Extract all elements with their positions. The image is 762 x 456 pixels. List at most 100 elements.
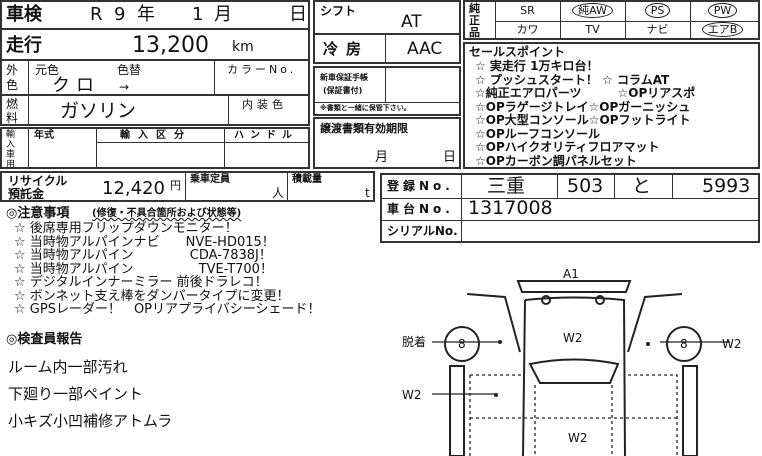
import-category-label: 輸入区分	[120, 130, 192, 141]
left-door-code: W2	[402, 388, 422, 402]
warranty-label-2: (保証書付)	[323, 86, 363, 95]
left-door-open	[466, 293, 521, 353]
inspector-line: 小キズ小凹補修アトムラ	[8, 412, 173, 430]
rear-damage-code: A1	[563, 267, 579, 281]
original-color-label: 元色	[35, 63, 60, 77]
registration-prefecture: 三重	[487, 175, 526, 197]
note-line: ☆ 当時物アルパイン TVE-T700！	[14, 261, 273, 277]
right-wheel-code: 8	[680, 337, 688, 351]
equipment-item-label: PW	[707, 3, 738, 18]
note-line: ☆ GPSレーダー！ OPリアプライバシーシェード！	[14, 302, 321, 317]
sales-point-line: ☆OPハイクオリティフロアマット	[475, 140, 660, 154]
chassis-label: 車台No.	[387, 202, 454, 216]
car-body	[522, 296, 626, 456]
equipment-item-label: SR	[520, 4, 535, 17]
color-no-label: カラーNo.	[227, 63, 297, 76]
sales-points-box: セールスポイント ☆ 実走行 1万キロ台！☆ プッシュスタート！ ☆ コラムAT…	[463, 42, 760, 169]
note-line: ☆ 当時物アルパイン CDA-7838J！	[14, 248, 272, 263]
warranty-label: 新車保証手帳	[320, 73, 368, 82]
sales-point-line: ☆OPルーフコンソール	[475, 126, 601, 141]
model-year-label: 年式	[34, 130, 54, 141]
equipment-item-label: 純AW	[572, 3, 613, 18]
left-wheel-label: 脱着	[402, 335, 427, 349]
equipment-label: 純正品	[469, 2, 480, 39]
recycle-row: リサイクル 預託金 12,420 円 乗車定員 人 積載量 t	[0, 171, 375, 202]
inspection-day-unit: 日	[289, 4, 307, 25]
registration-number: 5993	[702, 175, 751, 197]
changed-color: →	[119, 80, 130, 94]
chassis-number: 1317008	[468, 197, 553, 219]
note-line: ☆ デジタルインナーミラー 前後ドラレコ！	[14, 275, 268, 290]
equipment-item-label: カワ	[516, 23, 539, 36]
rear-window	[528, 358, 620, 384]
load-unit: t	[365, 186, 370, 200]
inspection-year: 9	[114, 4, 126, 25]
equipment-item: SR	[495, 2, 560, 21]
recycle-label-2: 預託金	[8, 187, 45, 201]
ac-value: AAC	[407, 39, 443, 59]
right-door-open	[627, 293, 683, 353]
interior-color-label: 内装色	[242, 98, 287, 111]
mileage-label: 走行	[6, 35, 42, 56]
roof-code: W2	[568, 431, 588, 445]
sales-point-line: ☆ 実走行 1万キロ台！	[475, 59, 599, 73]
recycle-label: リサイクル	[8, 174, 68, 188]
note-line: ☆ ボンネット支え棒をダンパータイプに変更！	[14, 288, 290, 304]
capacity-label: 乗車定員	[190, 174, 230, 185]
import-label: 輸入車用	[6, 130, 16, 170]
recycle-unit: 円	[170, 179, 181, 192]
registration-class: 503	[567, 175, 604, 197]
mileage-unit: km	[232, 39, 254, 55]
equipment-item: ナビ	[625, 21, 690, 40]
registration-kana: と	[632, 175, 652, 197]
trunk-code: W2	[563, 331, 583, 345]
transfer-label: 譲渡書類有効期限	[320, 122, 408, 135]
sales-points-label: セールスポイント	[469, 45, 566, 59]
equipment-item: エアB	[690, 21, 755, 40]
handle-label: ハンドル	[234, 130, 298, 141]
inspection-label: 車検	[6, 4, 42, 25]
equipment-item-label: エアB	[701, 22, 744, 37]
mileage-value: 13,200	[132, 33, 209, 58]
inspector-title: ◎検査員報告	[6, 332, 83, 347]
equipment-item: カワ	[495, 21, 560, 40]
inspection-month: 1	[192, 4, 204, 25]
right-side-code: W2	[722, 337, 742, 351]
equipment-box: 純正品 SR 純AW PS PW カワ TV ナビ エアB	[463, 0, 760, 40]
equipment-item-label: TV	[585, 23, 600, 36]
inspection-era: R	[90, 4, 103, 25]
ac-label: 冷房	[323, 40, 370, 58]
registration-box: 登録No. 三重 503 と 5993 車台No. 1317008 シリアルNo…	[380, 173, 760, 243]
transfer-month-unit: 月	[375, 150, 389, 165]
transfer-day-unit: 日	[443, 150, 457, 165]
equipment-item: TV	[560, 21, 625, 40]
rear-bumper	[516, 280, 632, 293]
sales-point-line: ☆純正エアロパーツ ☆OPリアスポ	[475, 86, 696, 100]
sales-point-line: ☆OPカーボン調パネルセット	[475, 153, 637, 168]
exterior-label: 外色	[6, 63, 19, 92]
inspector-line: ルーム内一部汚れ	[8, 358, 128, 376]
registration-label: 登録No.	[387, 179, 454, 193]
note-line: ☆ 後席専用フリップダウンモニター！	[14, 221, 238, 236]
equipment-item-label: PS	[644, 3, 671, 18]
sales-point-line: ☆OPラゲージトレイ☆OPガーニッシュ	[475, 99, 691, 114]
fuel-row: 燃料 ガソリン 内装色	[0, 94, 310, 126]
inspector-line: 下廻り一部ペイント	[8, 385, 144, 403]
sales-point-line: ☆ プッシュスタート！ ☆ コラムAT	[475, 72, 670, 87]
recycle-value: 12,420	[102, 178, 165, 199]
inspection-month-unit: 月	[214, 4, 232, 25]
notes-title: ◎注意事項	[6, 206, 70, 221]
equipment-item: 純AW	[560, 2, 625, 21]
equipment-item-label: ナビ	[646, 23, 669, 36]
equipment-item: PW	[690, 2, 755, 21]
equipment-item: PS	[625, 2, 690, 21]
capacity-unit: 人	[272, 186, 285, 200]
changed-color-label: 色替	[117, 63, 142, 77]
ac-box: 冷房 AAC	[313, 33, 461, 64]
fuel-label: 燃料	[6, 97, 19, 125]
import-row: 輸入車用 年式 輸入区分 ハンドル	[0, 127, 310, 170]
load-label: 積載量	[292, 174, 322, 185]
original-color: クロ	[52, 75, 100, 96]
warranty-box: 新車保証手帳 (保証書付) ※書類と一緒に保管下さい。	[313, 66, 461, 116]
